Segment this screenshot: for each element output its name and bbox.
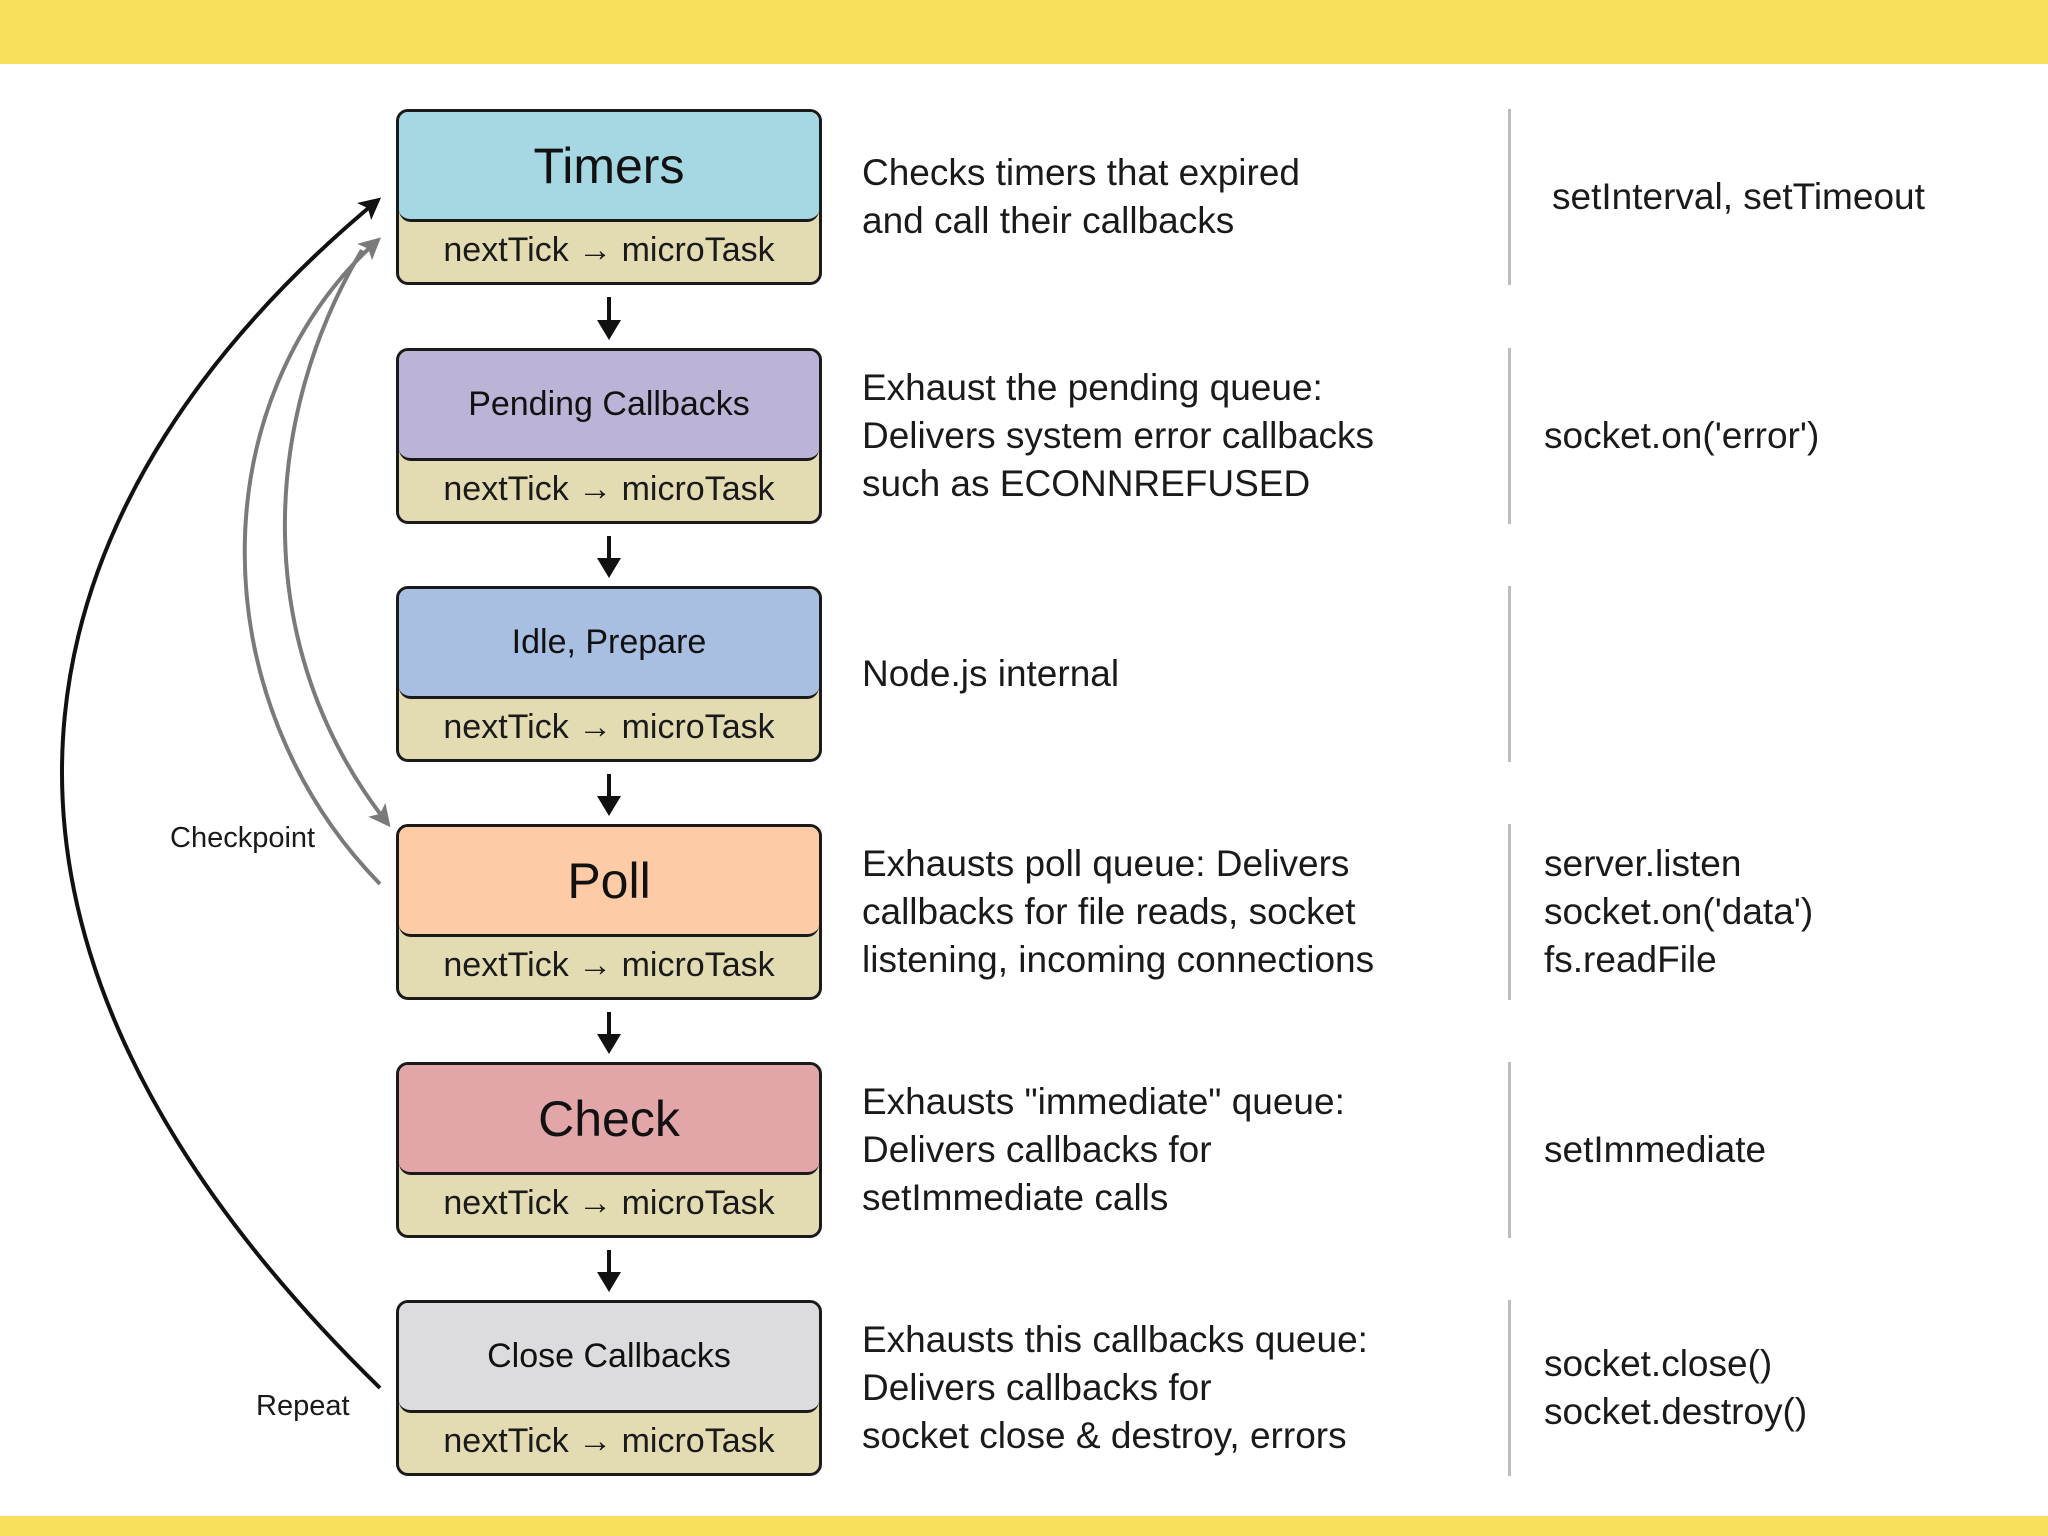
phase-subtask: nextTick → microTask (443, 231, 775, 269)
phase-title: Check (399, 1065, 819, 1175)
phase-apis: socket.on('error') (1544, 348, 2024, 524)
description-line: Checks timers that expired (862, 152, 1301, 193)
phase-subtask: nextTick → microTask (443, 470, 775, 508)
api-line: setImmediate (1544, 1129, 1767, 1170)
description-line: and call their callbacks (862, 200, 1235, 241)
api-line: socket.on('data') (1544, 891, 1814, 932)
phase-title: Close Callbacks (399, 1303, 819, 1413)
phase-flow-arrows (597, 297, 621, 1292)
api-line: socket.on('error') (1544, 415, 1820, 456)
description-line: Exhausts this callbacks queue: (862, 1319, 1368, 1360)
description-line: Exhausts "immediate" queue: (862, 1081, 1345, 1122)
divider (1508, 586, 1511, 762)
phase-apis: setImmediate (1544, 1062, 2024, 1238)
phase-poll: Poll nextTick → microTask (396, 824, 822, 1000)
divider (1508, 348, 1511, 524)
phase-description: Exhaust the pending queue: Delivers syst… (862, 348, 1422, 524)
description-line: listening, incoming connections (862, 939, 1375, 980)
description-line: setImmediate calls (862, 1177, 1169, 1218)
flow-arrow-head (597, 1272, 621, 1292)
phase-description: Exhausts this callbacks queue: Delivers … (862, 1300, 1422, 1476)
phase-close-callbacks: Close Callbacks nextTick → microTask (396, 1300, 822, 1476)
description-line: such as ECONNREFUSED (862, 463, 1311, 504)
flow-arrow-head (597, 796, 621, 816)
checkpoint-arrow-up (242, 237, 382, 886)
phase-description: Exhausts "immediate" queue: Delivers cal… (862, 1062, 1422, 1238)
divider (1508, 109, 1511, 285)
phase-timers: Timers nextTick → microTask (396, 109, 822, 285)
flow-arrow-head (597, 1034, 621, 1054)
phase-description: Checks timers that expired and call thei… (862, 109, 1422, 285)
phase-subtask: nextTick → microTask (443, 1184, 775, 1222)
description-line: callbacks for file reads, socket (862, 891, 1356, 932)
phase-idle-prepare: Idle, Prepare nextTick → microTask (396, 586, 822, 762)
description-line: Exhaust the pending queue: (862, 367, 1323, 408)
repeat-label: Repeat (256, 1390, 350, 1422)
divider (1508, 1300, 1511, 1476)
top-band (0, 0, 2048, 64)
description-line: Delivers callbacks for (862, 1129, 1212, 1170)
phase-title: Idle, Prepare (399, 589, 819, 699)
api-line: socket.destroy() (1544, 1391, 1808, 1432)
phase-subtask: nextTick → microTask (443, 1422, 775, 1460)
api-line: socket.close() (1544, 1343, 1773, 1384)
description-line: socket close & destroy, errors (862, 1415, 1347, 1456)
phase-subtask: nextTick → microTask (443, 946, 775, 984)
phase-apis: server.listen socket.on('data') fs.readF… (1544, 824, 2024, 1000)
phase-title: Poll (399, 827, 819, 937)
phase-title: Timers (399, 112, 819, 222)
description-line: Exhausts poll queue: Delivers (862, 843, 1350, 884)
divider (1508, 824, 1511, 1000)
phase-description: Node.js internal (862, 586, 1422, 762)
phase-description: Exhausts poll queue: Delivers callbacks … (862, 824, 1422, 1000)
api-line: fs.readFile (1544, 939, 1717, 980)
api-line: setInterval, setTimeout (1552, 176, 1925, 217)
phase-pending-callbacks: Pending Callbacks nextTick → microTask (396, 348, 822, 524)
flow-arrow-head (597, 320, 621, 340)
phase-title: Pending Callbacks (399, 351, 819, 461)
phase-check: Check nextTick → microTask (396, 1062, 822, 1238)
description-line: Node.js internal (862, 653, 1120, 694)
checkpoint-arrow-down (283, 248, 391, 828)
bottom-band (0, 1516, 2048, 1536)
flow-arrow-head (597, 558, 621, 578)
phase-apis: setInterval, setTimeout (1552, 109, 2032, 285)
phase-subtask: nextTick → microTask (443, 708, 775, 746)
description-line: Delivers system error callbacks (862, 415, 1374, 456)
divider (1508, 1062, 1511, 1238)
api-line: server.listen (1544, 843, 1742, 884)
description-line: Delivers callbacks for (862, 1367, 1212, 1408)
phase-apis: socket.close() socket.destroy() (1544, 1300, 2024, 1476)
checkpoint-label: Checkpoint (170, 822, 316, 854)
repeat-loop-arrow (60, 197, 382, 1390)
